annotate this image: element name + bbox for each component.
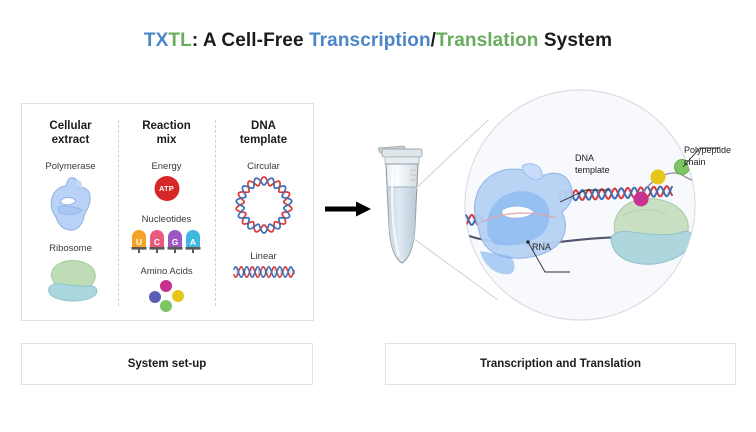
atp-icon: ATP (154, 176, 179, 201)
amino-acids-icon (148, 279, 186, 318)
microcentrifuge-tube-icon (374, 140, 428, 273)
magnifier-cone-line-top (409, 119, 489, 195)
title-line-1: Cellular (49, 120, 92, 132)
ribosome-label: Ribosome (49, 243, 92, 254)
column-divider-2 (215, 120, 216, 306)
flow-arrow-icon (325, 200, 371, 223)
nucleotides-icon: U C G (131, 228, 203, 259)
column-title-cellular-extract: Cellular extract (22, 119, 119, 147)
column-title-dna-template: DNA template (215, 119, 312, 147)
title-part-0: TX (143, 30, 169, 51)
title-line-1: Reaction (142, 120, 191, 132)
callout-line-2: chain (684, 157, 706, 167)
leader-line-dna-template (559, 189, 610, 203)
callout-line-1: DNA (575, 153, 595, 163)
energy-label: Energy (151, 161, 182, 172)
nucleotides-label: Nucleotides (141, 214, 192, 225)
title-line-1: DNA (251, 120, 276, 132)
system-setup-panel: Cellular extract Polymerase Ribosome (21, 103, 314, 321)
svg-text:G: G (171, 237, 178, 247)
polymerase-label: Polymerase (45, 161, 96, 172)
amino-acids-label: Amino Acids (140, 266, 193, 277)
linear-dna-helix (232, 265, 295, 279)
bead-4 (700, 171, 715, 186)
callout-rna: RNA (532, 242, 552, 252)
svg-text:U: U (135, 237, 141, 247)
atp-badge-text: ATP (158, 184, 175, 193)
dna-helix-magnified (465, 185, 673, 227)
callout-line-1: Polypeptide (684, 145, 732, 155)
column-reaction-mix: Reaction mix Energy ATP Nucleotides U (118, 104, 215, 322)
title-line-2: extract (51, 134, 90, 146)
caption-transcription-translation: Transcription and Translation (385, 343, 736, 385)
linear-dna-label: Linear (250, 251, 277, 262)
leader-dot-rna (526, 240, 530, 244)
dna-template-strand (465, 185, 673, 227)
circular-dna-label: Circular (247, 161, 280, 172)
polymerase-icon (40, 174, 102, 241)
callout-polypeptide-chain: Polypeptide chain (684, 144, 754, 168)
magnified-reaction-view (409, 86, 722, 335)
ribosome-icon (39, 256, 103, 311)
callout-line-2: template (575, 165, 610, 175)
column-cellular-extract: Cellular extract Polymerase Ribosome (22, 104, 119, 322)
rna-polymerase-shape (473, 163, 574, 275)
ribosome-shape (610, 198, 694, 265)
title-line-2: mix (156, 134, 177, 146)
circular-dna-icon (231, 172, 297, 243)
title-part-5: Translation (436, 30, 539, 51)
svg-text:A: A (189, 237, 195, 247)
title-line-2: template (239, 134, 288, 146)
title-part-6: System (538, 30, 613, 51)
title-part-1: TL (168, 30, 192, 51)
bead-1 (633, 191, 649, 207)
title-part-2: : A Cell-Free (191, 30, 309, 51)
title-part-3: Transcription (309, 30, 431, 51)
column-divider-1 (118, 120, 119, 306)
callout-dna-template: DNA template (575, 152, 635, 176)
circular-dna-helix (234, 176, 293, 234)
magnifier-cone-line-bottom (409, 235, 499, 301)
title-part-4: / (430, 30, 437, 51)
column-title-reaction-mix: Reaction mix (118, 119, 215, 147)
bead-2 (650, 169, 666, 185)
column-dna-template: DNA template Circular Linear (215, 104, 312, 322)
svg-text:C: C (153, 237, 159, 247)
caption-system-setup: System set-up (21, 343, 313, 385)
page-title: TXTL: A Cell-Free Transcription/Translat… (0, 30, 756, 52)
leader-line-rna (527, 241, 570, 273)
leader-line-polypeptide (682, 147, 722, 168)
linear-dna-icon (232, 264, 295, 285)
